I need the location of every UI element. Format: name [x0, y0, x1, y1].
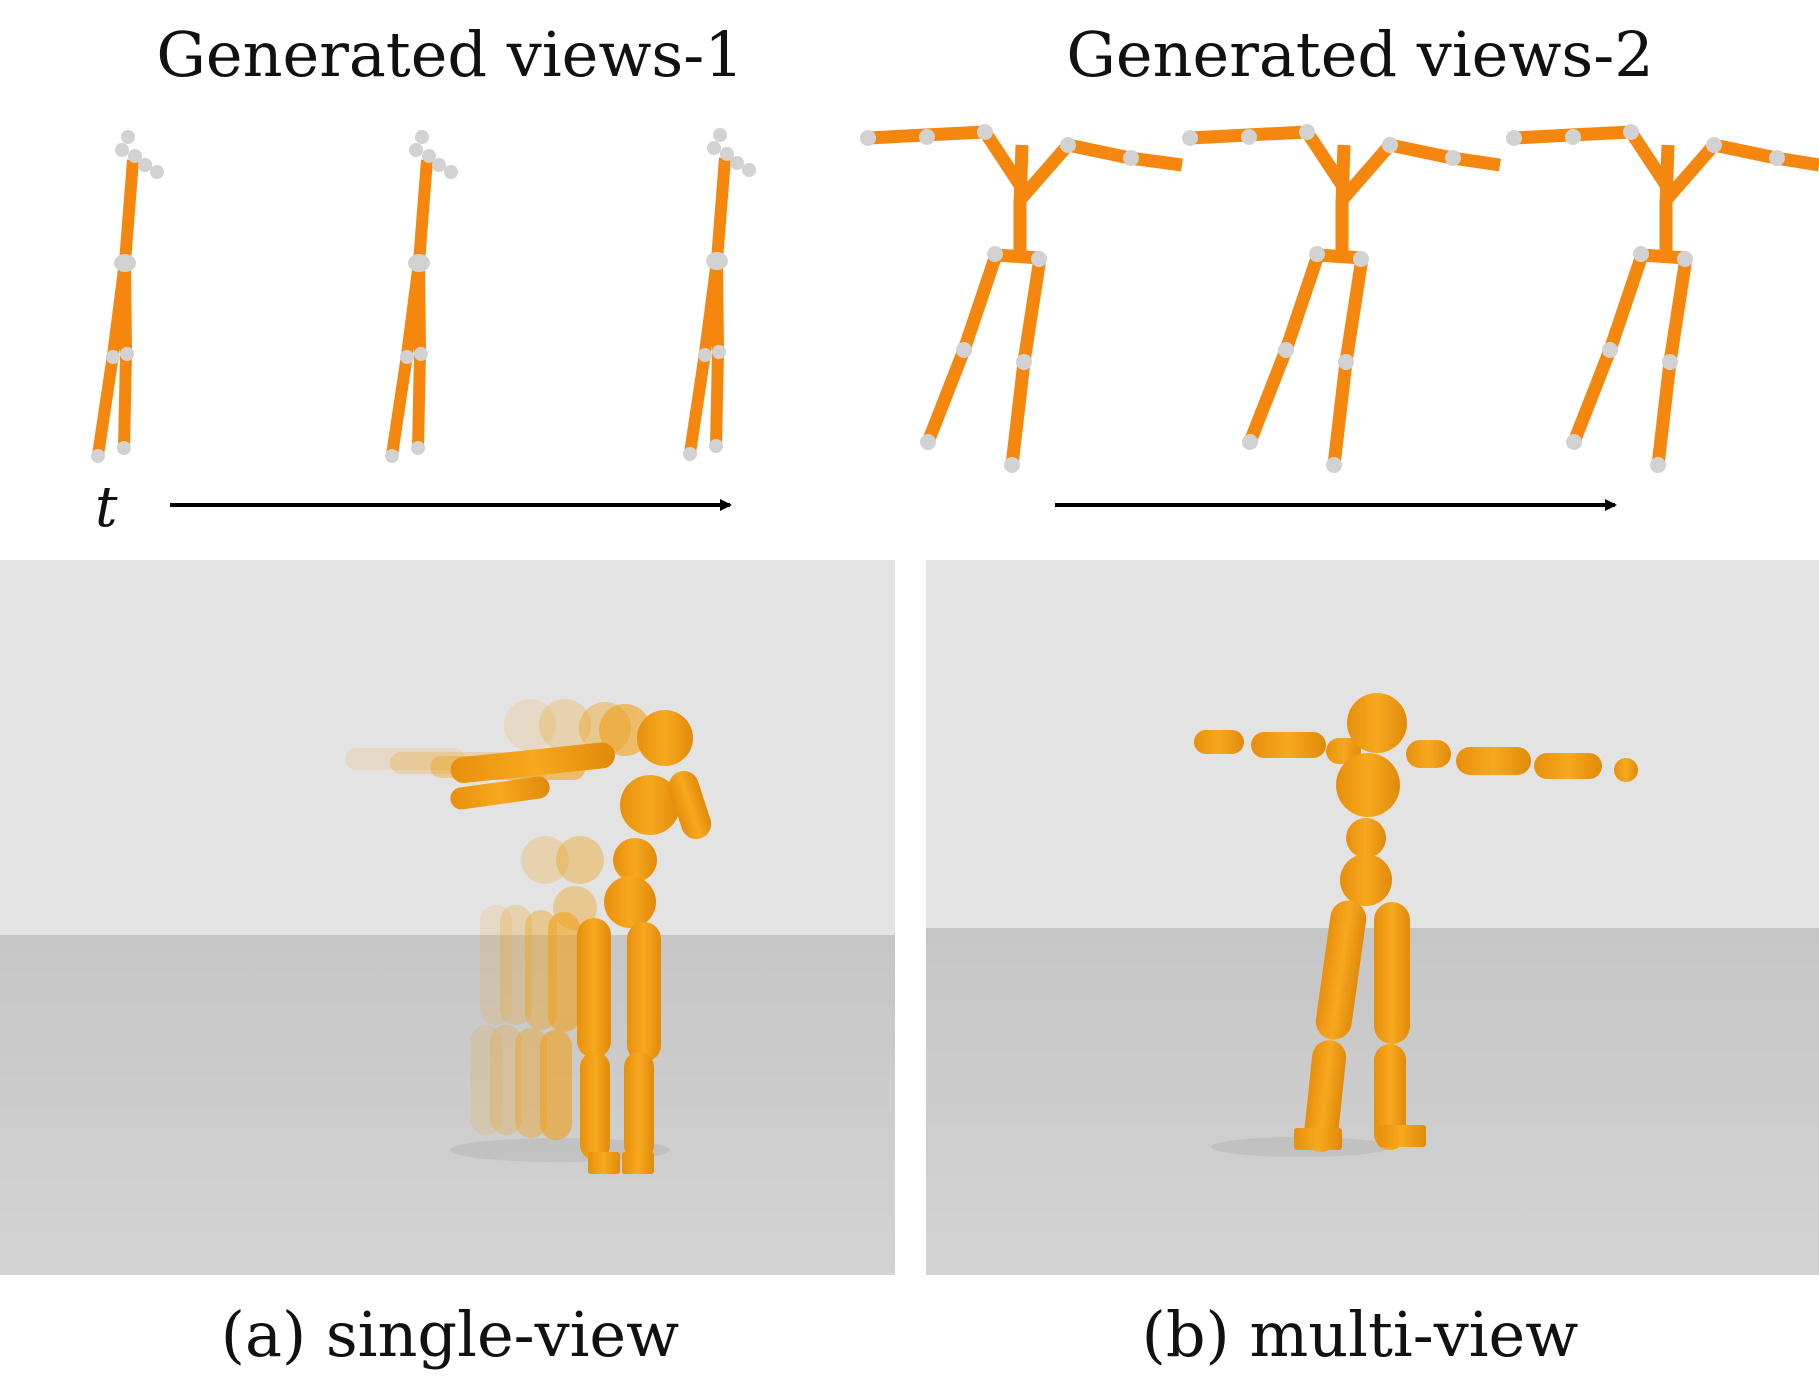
skeleton-sequences [91, 124, 1819, 511]
skeleton-front-3 [1506, 124, 1819, 473]
title-generated-views-1: Generated views-1 [156, 18, 744, 91]
skeleton-front-1 [860, 124, 1183, 473]
time-axis-label: t [95, 475, 118, 540]
skeleton-side-2 [385, 130, 458, 463]
render-panel-multi-view [926, 560, 1819, 1275]
title-generated-views-2: Generated views-2 [1066, 18, 1654, 91]
render-panel-single-view [0, 560, 895, 1275]
skeleton-front-2 [1182, 124, 1501, 473]
skeleton-side-3 [683, 128, 756, 461]
humanoid-figure-single-view [450, 710, 712, 1174]
caption-multi-view: (b) multi-view [1141, 1298, 1579, 1371]
humanoid-figure-multi-view [1194, 693, 1638, 1152]
caption-single-view: (a) single-view [220, 1298, 680, 1371]
skeleton-side-1 [91, 130, 164, 463]
